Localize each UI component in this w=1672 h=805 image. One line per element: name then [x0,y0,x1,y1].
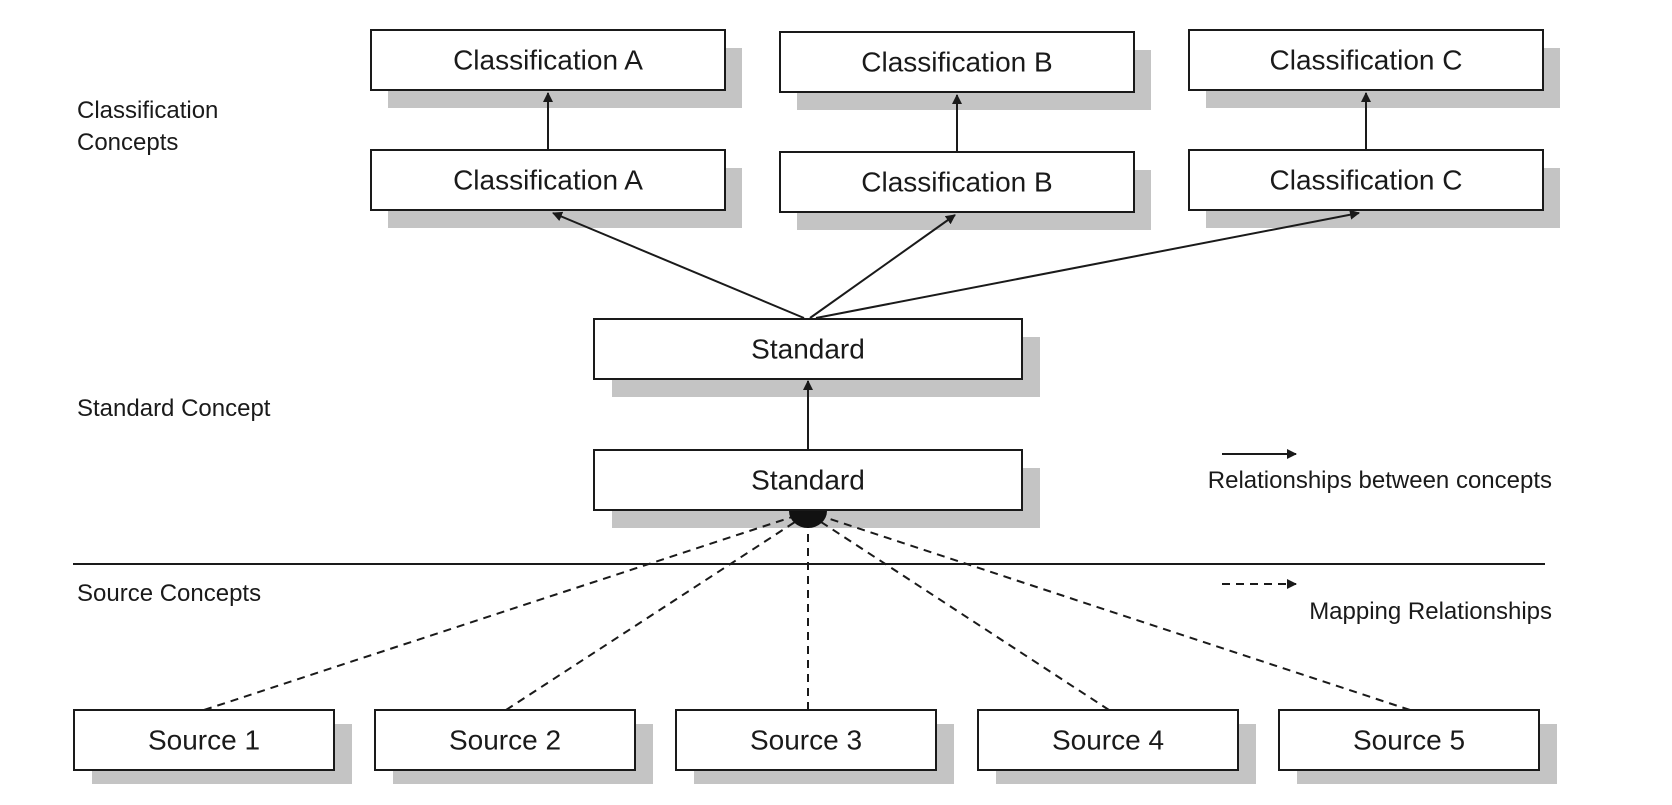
source-3-label: Source 3 [750,725,862,756]
source-concepts-label: Source Concepts [77,580,261,607]
legend-relationship-label: Relationships between concepts [1208,467,1552,494]
standard-lower-box [593,449,1023,511]
source-1-label: Source 1 [148,725,260,756]
source-2-label: Source 2 [449,725,561,756]
source-5-label: Source 5 [1353,725,1465,756]
mapping-source5 [823,516,1411,711]
classification-a-bottom-box [370,149,726,211]
classification-concepts-label-line2: Concepts [77,129,178,156]
classification-c-top-box [1188,29,1544,91]
classification-a-top-box [370,29,726,91]
mapping-source1 [203,516,793,711]
source-3-box [675,709,937,771]
classification-a-bottom-label: Classification A [453,165,643,196]
mapping-source2 [505,519,799,711]
standard-concepts: Standard Standard [593,318,1023,511]
arrow-standard-to-classB [809,214,956,319]
classification-concepts-label-line1: Classification [77,97,218,124]
relationship-arrows [543,92,1371,450]
source-2-box [374,709,636,771]
classification-c-top-label: Classification C [1270,45,1463,76]
arrow-standard-to-classC [815,209,1360,319]
classification-b-bottom-box [779,151,1135,213]
section-labels: Classification Concepts Standard Concept… [77,97,271,607]
standard-upper-label: Standard [751,334,865,365]
source-5-box [1278,709,1540,771]
legend: Relationships between concepts Mapping R… [1208,449,1552,625]
source-4-box [977,709,1239,771]
classification-c-bottom-box [1188,149,1544,211]
standard-concept-label: Standard Concept [77,395,271,422]
arrow-standard-to-classA [552,211,805,319]
source-concepts: Source 1 Source 2 Source 3 Source 4 Sour… [73,709,1540,771]
standard-upper-box [593,318,1023,380]
classification-top-row: Classification A Classification B Classi… [370,29,1544,93]
classification-b-top-label: Classification B [861,47,1052,78]
classification-a-top-label: Classification A [453,45,643,76]
classification-bottom-row: Classification A Classification B Classi… [370,149,1544,213]
source-4-label: Source 4 [1052,725,1164,756]
standard-lower-label: Standard [751,465,865,496]
mapping-source4 [817,519,1110,711]
classification-b-bottom-label: Classification B [861,167,1052,198]
classification-b-top-box [779,31,1135,93]
source-1-box [73,709,335,771]
mapping-lines [203,516,1411,711]
classification-c-bottom-label: Classification C [1270,165,1463,196]
legend-mapping-label: Mapping Relationships [1309,598,1552,625]
mapping-junction-node [789,511,827,528]
